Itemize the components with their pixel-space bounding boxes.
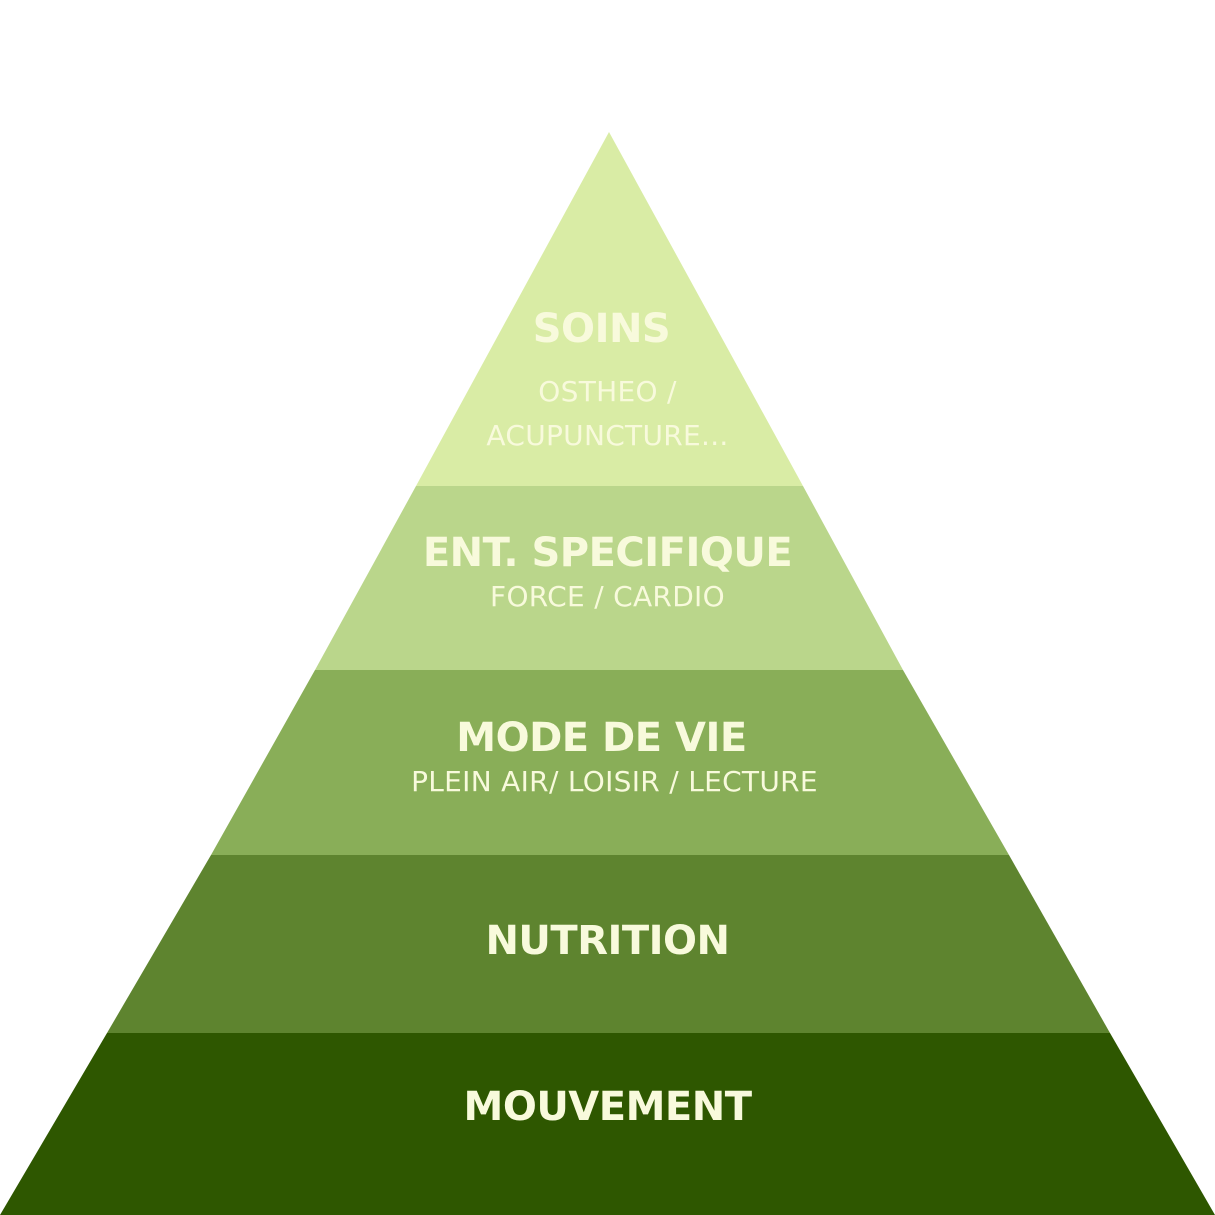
level-title-soins: SOINS: [532, 306, 671, 352]
pyramid-level-mode-de-vie: [211, 670, 1009, 855]
level-title-mouvement: MOUVEMENT: [463, 1084, 752, 1130]
pyramid-level-nutrition: [107, 855, 1110, 1033]
pyramid-level-soins: [416, 132, 803, 486]
level-subtitle-ent-specifique: FORCE / CARDIO: [490, 580, 725, 613]
pyramid-level-mouvement: [0, 1033, 1215, 1215]
pyramid-level-ent-specifique: [315, 486, 903, 670]
level-title-ent-specifique: ENT. SPECIFIQUE: [422, 530, 793, 576]
level-subtitle-mode-de-vie: PLEIN AIR/ LOISIR / LECTURE: [411, 765, 818, 798]
level-title-nutrition: NUTRITION: [485, 918, 730, 964]
level-subtitle-soins-line1: OSTHEO /: [538, 375, 677, 408]
level-title-mode-de-vie: MODE DE VIE: [456, 715, 747, 761]
level-subtitle-soins-line2: ACUPUNCTURE...: [486, 419, 729, 452]
